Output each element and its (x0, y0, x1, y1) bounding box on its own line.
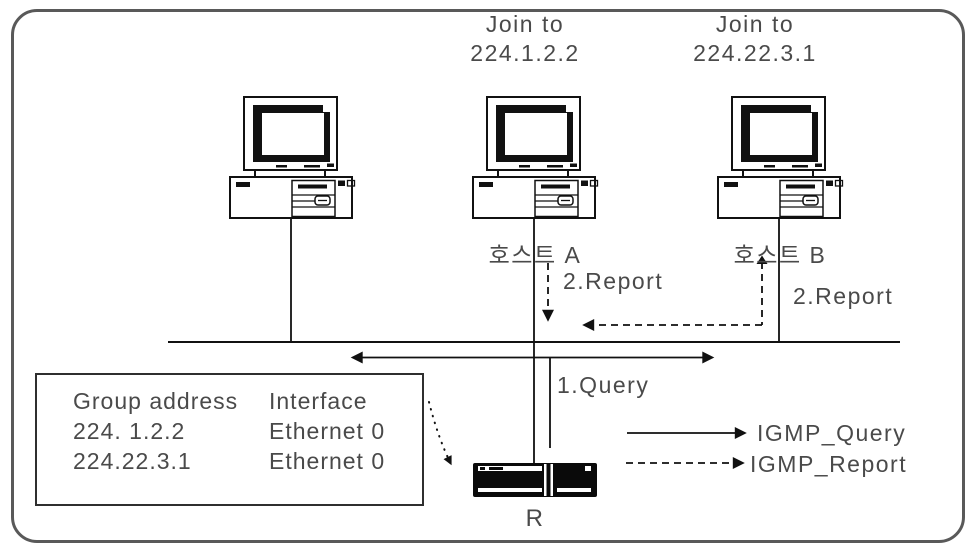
legend-report-label: IGMP_Report (750, 451, 908, 477)
host-b-label: 호스트 B (733, 242, 827, 268)
row-interface: Ethernet 0 (269, 448, 386, 474)
header-interface: Interface (269, 388, 368, 414)
router-icon (473, 463, 597, 497)
row-interface: Ethernet 0 (269, 418, 386, 444)
pc-icon-host-a (472, 96, 599, 219)
row-group-address: 224. 1.2.2 (73, 418, 186, 444)
legend-query-label: IGMP_Query (757, 420, 907, 446)
join-to-text: Join to (485, 11, 565, 37)
routing-table-header: Group address Interface (73, 386, 422, 416)
row-group-address: 224.22.3.1 (73, 448, 192, 474)
router-label: R (525, 505, 545, 532)
pc-icon-host-b (717, 96, 844, 219)
pc-icon (229, 96, 356, 219)
table-to-router-pointer (428, 401, 452, 466)
report-b-text: 2.Report (793, 283, 894, 309)
join-group-address: 224.22.3.1 (693, 40, 817, 66)
host-a-label: 호스트 A (488, 242, 582, 268)
join-group-address: 224.1.2.2 (470, 40, 580, 66)
routing-table-row: 224.22.3.1 Ethernet 0 (73, 446, 422, 476)
join-label-host-a: Join to 224.1.2.2 (435, 10, 615, 68)
header-group-address: Group address (73, 388, 239, 414)
query-text: 1.Query (557, 372, 650, 398)
diagram-border (11, 9, 965, 543)
routing-table-row: 224. 1.2.2 Ethernet 0 (73, 416, 422, 446)
routing-table: Group address Interface 224. 1.2.2 Ether… (35, 373, 424, 506)
join-to-text: Join to (715, 11, 795, 37)
report-a-text: 2.Report (563, 268, 664, 294)
report-b-up-head (756, 255, 768, 264)
join-label-host-b: Join to 224.22.3.1 (665, 10, 845, 68)
